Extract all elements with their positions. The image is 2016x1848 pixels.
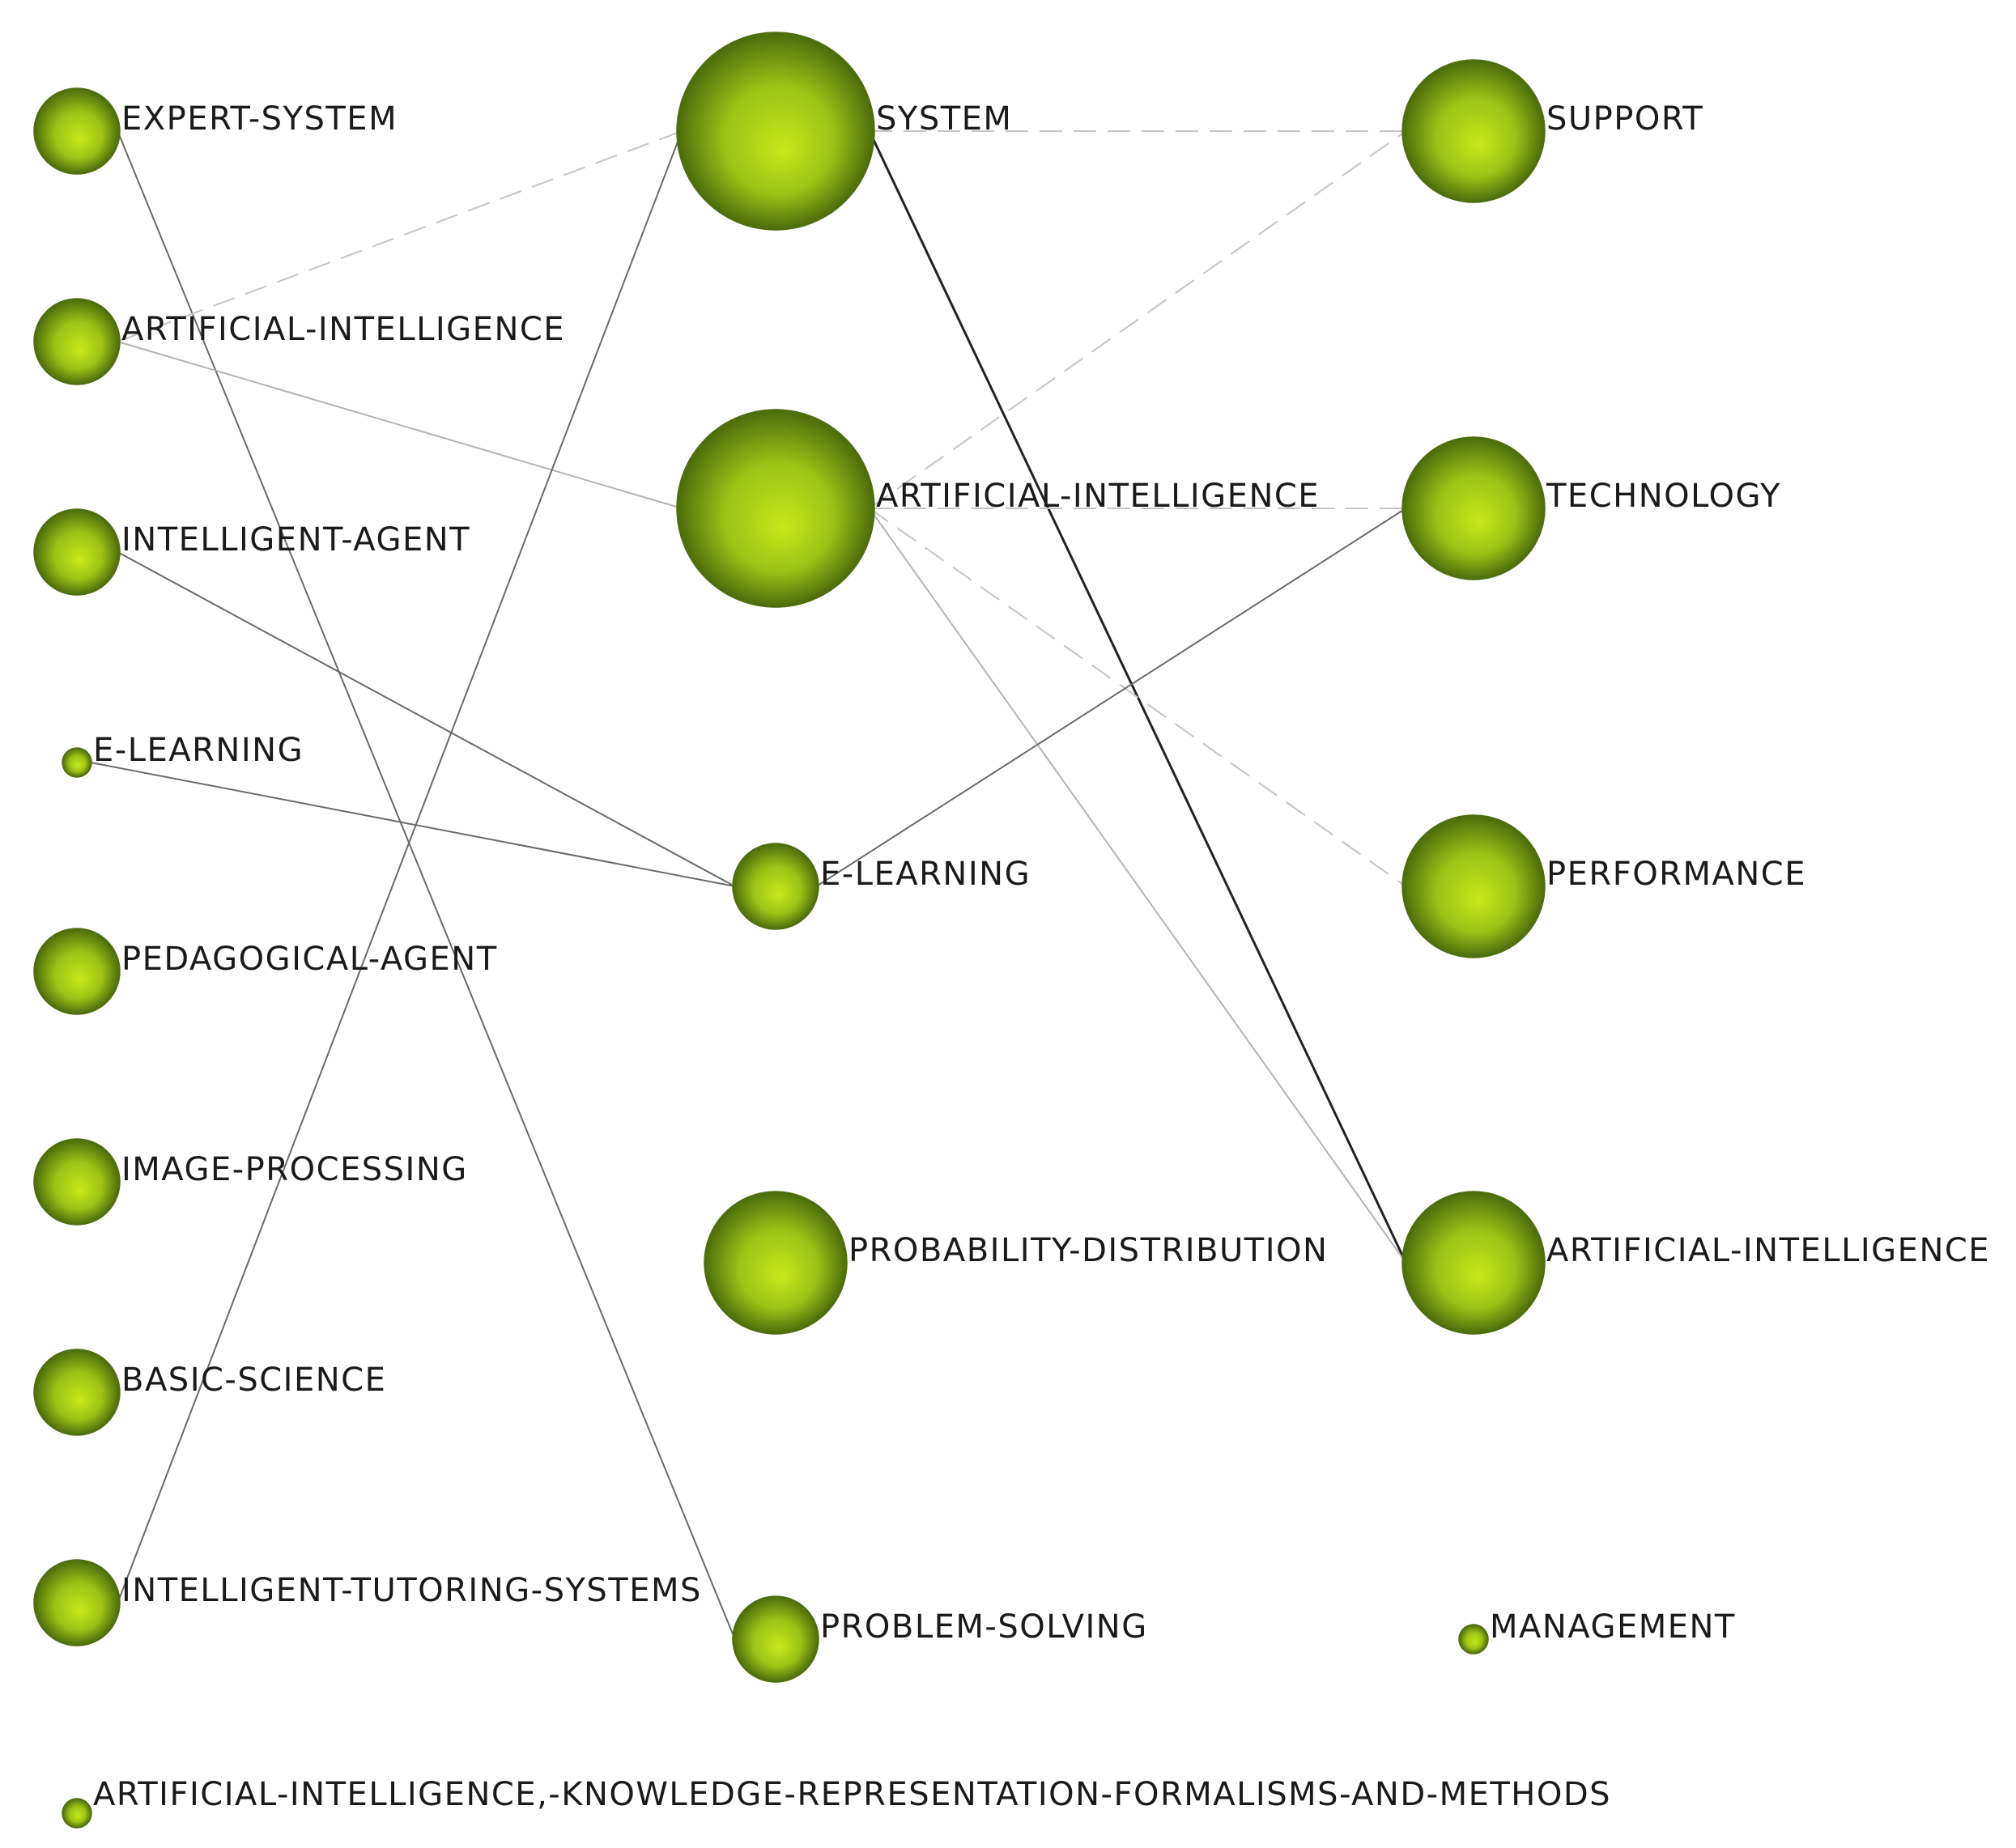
node-label: INTELLIGENT-AGENT — [121, 521, 470, 559]
node-bubble[interactable] — [33, 298, 121, 385]
node-bubble[interactable] — [62, 1798, 92, 1829]
theme-node[interactable]: IMAGE-PROCESSING — [33, 1138, 468, 1226]
theme-node[interactable]: E-LEARNING — [62, 732, 304, 778]
node-label: PROBABILITY-DISTRIBUTION — [849, 1232, 1328, 1269]
node-bubble[interactable] — [1458, 1624, 1489, 1655]
node-bubble[interactable] — [704, 1191, 848, 1335]
theme-node[interactable]: MANAGEMENT — [1458, 1608, 1736, 1655]
edge-link — [117, 130, 736, 1640]
theme-node[interactable]: PROBLEM-SOLVING — [732, 1595, 1148, 1683]
edge-link — [869, 130, 1406, 509]
theme-node[interactable]: PERFORMANCE — [1401, 814, 1806, 958]
theme-node[interactable]: PEDAGOGICAL-AGENT — [33, 928, 498, 1015]
node-label: ARTIFICIAL-INTELLIGENCE — [121, 311, 565, 348]
theme-node[interactable]: ARTIFICIAL-INTELLIGENCE — [676, 409, 1320, 608]
node-bubble[interactable] — [676, 409, 875, 608]
theme-node[interactable]: TECHNOLOGY — [1401, 436, 1781, 580]
node-label: E-LEARNING — [820, 856, 1031, 893]
node-label: INTELLIGENT-TUTORING-SYSTEMS — [121, 1572, 702, 1609]
node-bubble[interactable] — [33, 1349, 121, 1436]
node-label: ARTIFICIAL-INTELLIGENCE — [876, 478, 1320, 515]
theme-node[interactable]: SYSTEM — [676, 32, 1012, 231]
node-bubble[interactable] — [1401, 59, 1546, 203]
theme-node[interactable]: INTELLIGENT-AGENT — [33, 508, 470, 596]
theme-node[interactable]: BASIC-SCIENCE — [33, 1349, 386, 1436]
edge-link — [117, 551, 736, 887]
node-bubble[interactable] — [732, 1595, 819, 1683]
node-bubble[interactable] — [1401, 436, 1546, 580]
node-label: IMAGE-PROCESSING — [121, 1151, 468, 1188]
node-label: PERFORMANCE — [1546, 856, 1806, 893]
node-bubble[interactable] — [62, 747, 92, 778]
nodes-layer: EXPERT-SYSTEM ARTIFICIAL-INTELLIGENCE INTE… — [33, 32, 1990, 1829]
node-label: EXPERT-SYSTEM — [121, 100, 398, 138]
node-label: SYSTEM — [876, 100, 1012, 138]
node-label: E-LEARNING — [93, 732, 304, 769]
node-bubble[interactable] — [732, 843, 819, 930]
edge-link — [869, 508, 1406, 887]
theme-node[interactable]: ARTIFICIAL-INTELLIGENCE — [1401, 1191, 1990, 1335]
theme-node[interactable]: ARTIFICIAL-INTELLIGENCE — [33, 298, 565, 385]
theme-node[interactable]: E-LEARNING — [732, 843, 1031, 930]
edge-link — [90, 762, 735, 887]
theme-node[interactable]: EXPERT-SYSTEM — [33, 87, 398, 175]
theme-node[interactable]: PROBABILITY-DISTRIBUTION — [704, 1191, 1328, 1335]
edges-layer — [90, 130, 1407, 1640]
node-label: PEDAGOGICAL-AGENT — [121, 941, 498, 978]
node-label: ARTIFICIAL-INTELLIGENCE — [1546, 1232, 1990, 1269]
node-label: BASIC-SCIENCE — [121, 1362, 386, 1399]
node-bubble[interactable] — [33, 508, 121, 596]
node-label: SUPPORT — [1546, 100, 1703, 138]
theme-node[interactable]: SUPPORT — [1401, 59, 1703, 203]
edge-link — [117, 341, 683, 509]
node-bubble[interactable] — [1401, 1191, 1546, 1335]
node-bubble[interactable] — [676, 32, 875, 231]
edge-link — [815, 508, 1406, 887]
node-label: PROBLEM-SOLVING — [820, 1608, 1148, 1646]
node-label: ARTIFICIAL-INTELLIGENCE,-KNOWLEDGE-REPRE… — [93, 1776, 1611, 1813]
edge-link — [117, 130, 683, 342]
node-label: TECHNOLOGY — [1546, 478, 1781, 515]
node-bubble[interactable] — [33, 1138, 121, 1226]
theme-node[interactable]: ARTIFICIAL-INTELLIGENCE,-KNOWLEDGE-REPRE… — [62, 1776, 1611, 1829]
edge-link — [117, 130, 683, 1604]
node-label: MANAGEMENT — [1490, 1608, 1736, 1646]
edge-link — [869, 508, 1407, 1264]
node-bubble[interactable] — [33, 928, 121, 1015]
theme-node[interactable]: INTELLIGENT-TUTORING-SYSTEMS — [33, 1559, 702, 1646]
node-bubble[interactable] — [33, 87, 121, 175]
node-bubble[interactable] — [33, 1559, 121, 1646]
node-bubble[interactable] — [1401, 814, 1546, 958]
